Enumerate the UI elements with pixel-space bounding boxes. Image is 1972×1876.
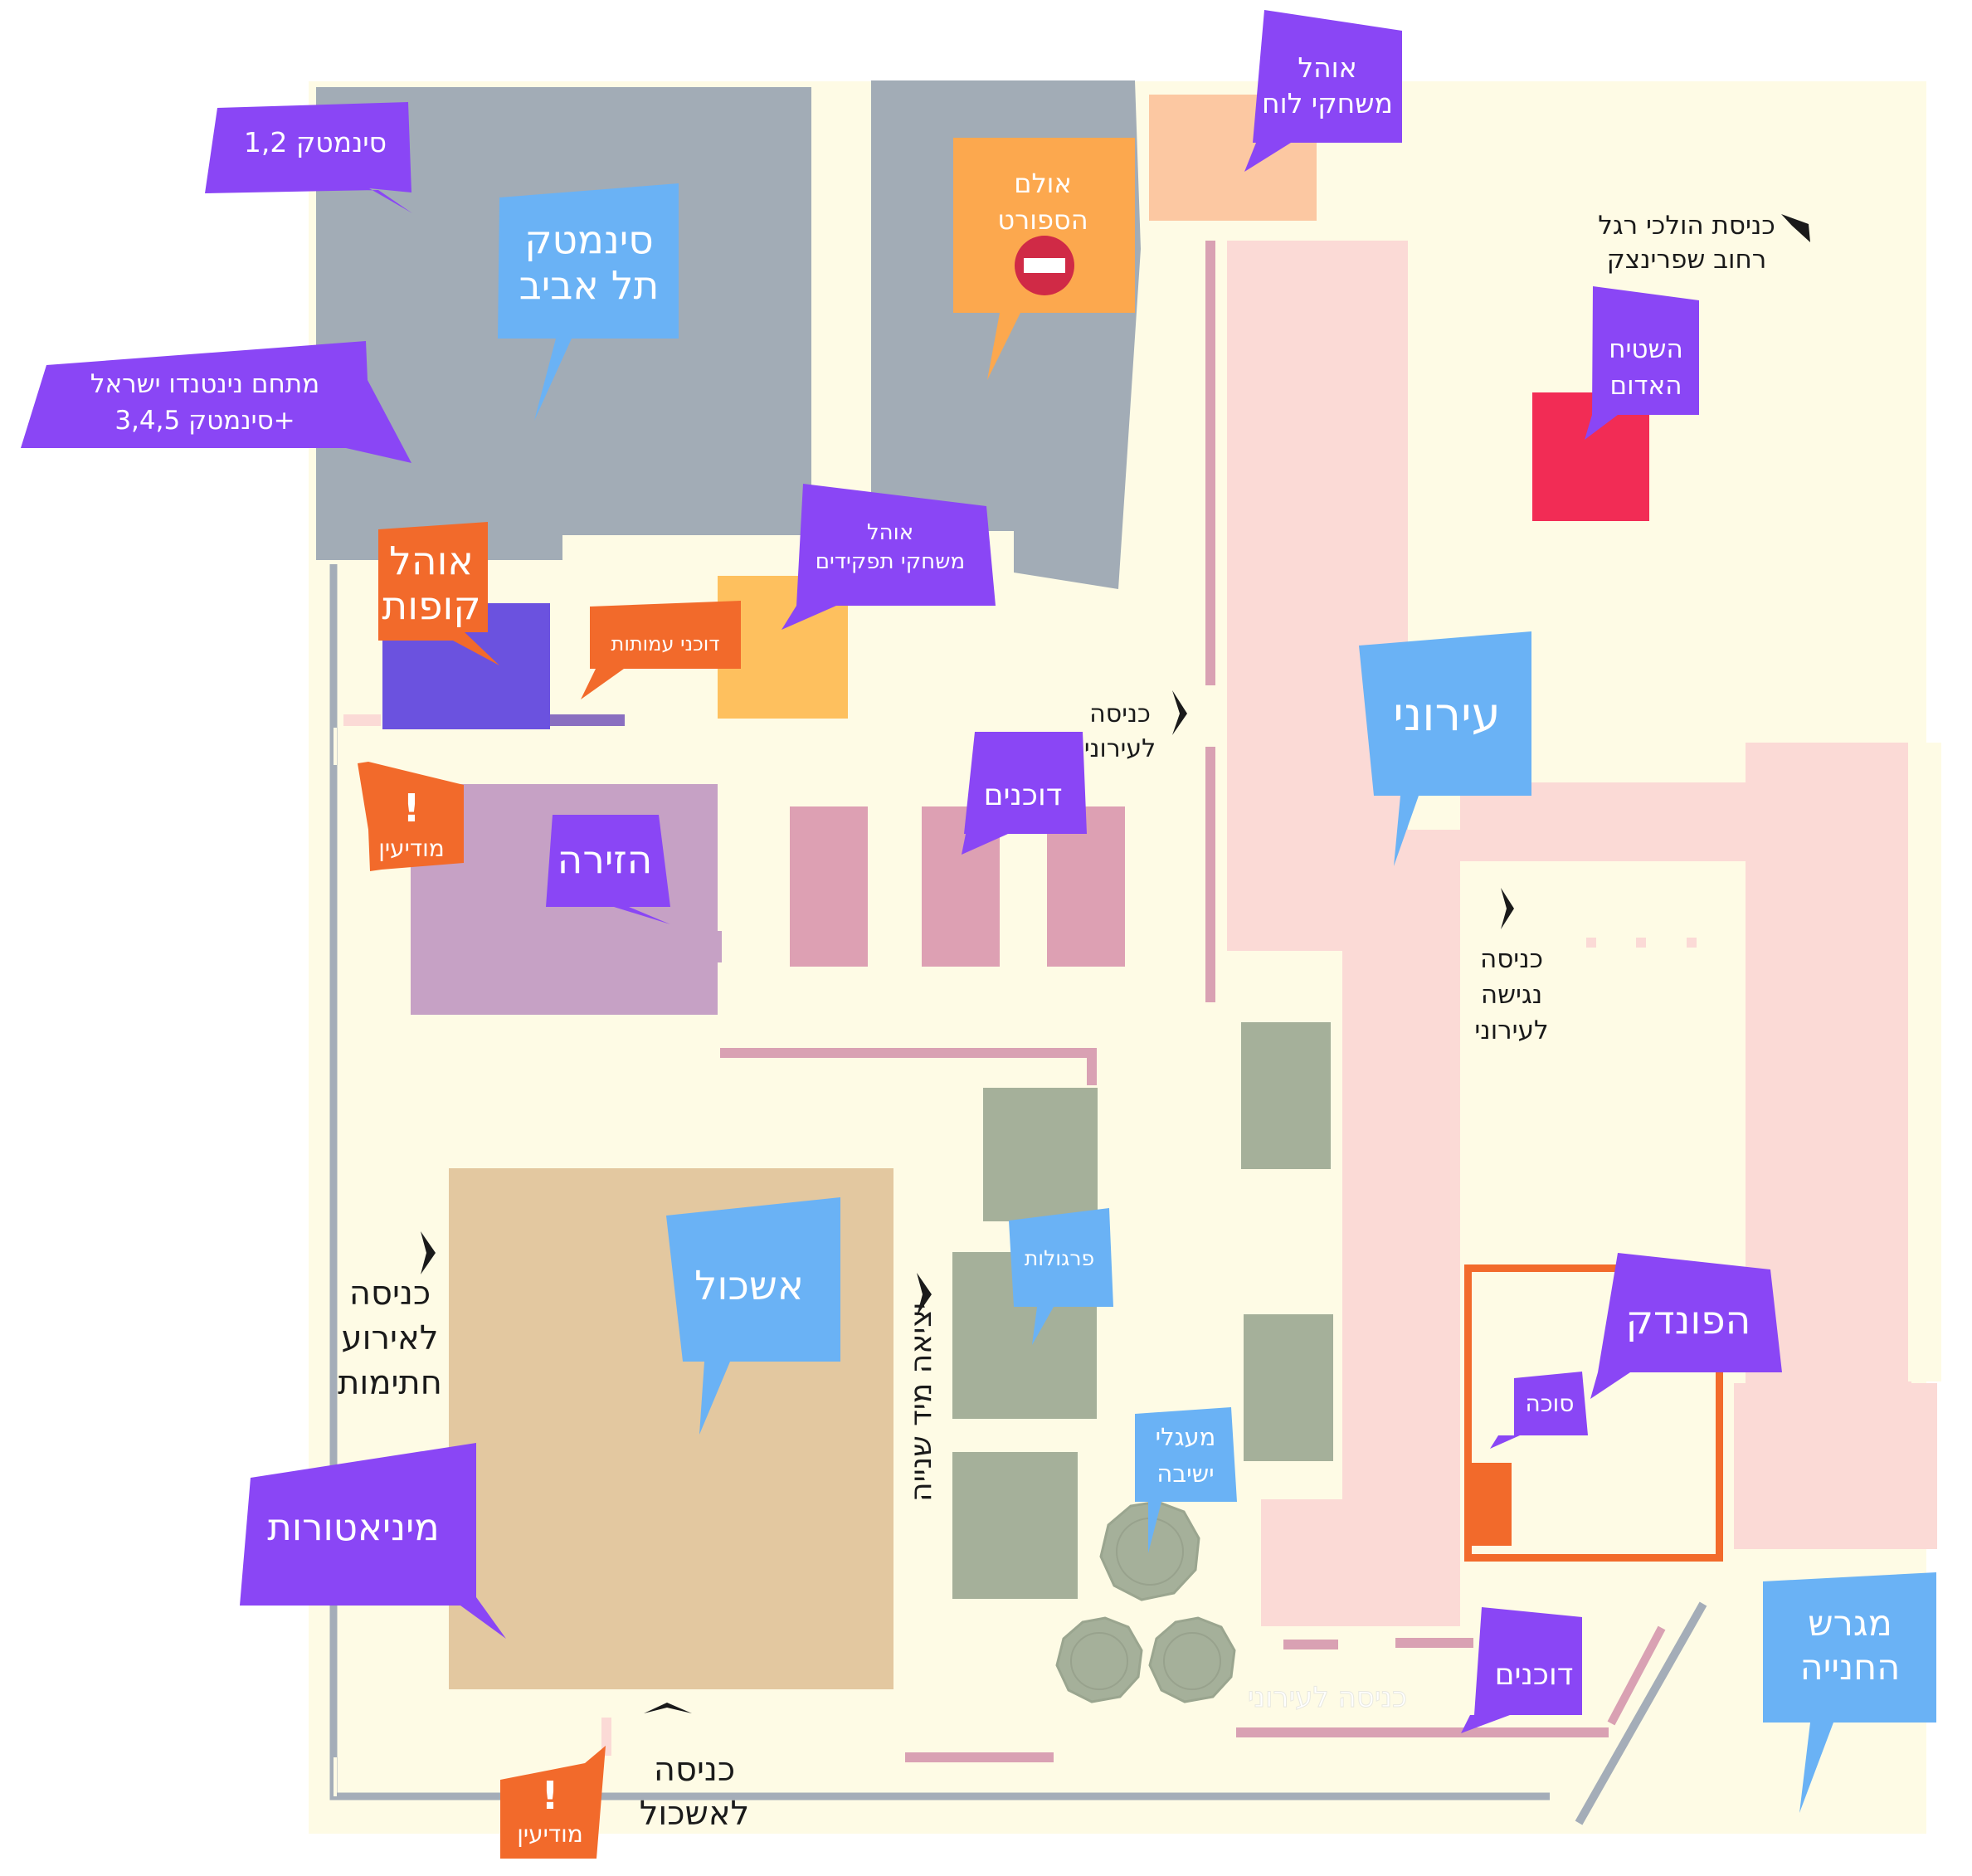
label-stalls-bottom: דוכנים bbox=[1495, 1658, 1574, 1692]
label-cinematheque-tlv-2: תל אביב bbox=[519, 263, 660, 309]
label-tickets-2: קופות bbox=[382, 583, 480, 629]
chevron-icon bbox=[644, 1703, 692, 1713]
entrance-eshkol-2: לאשכול bbox=[640, 1795, 750, 1833]
callout-cinematheque12 bbox=[205, 102, 412, 213]
callout-parking bbox=[1763, 1572, 1936, 1813]
callout-stalls-top bbox=[962, 732, 1087, 855]
label-pergolas: פרגולות bbox=[1025, 1246, 1094, 1270]
callout-seating bbox=[1135, 1407, 1237, 1553]
callout-red-lawn bbox=[1585, 286, 1699, 440]
stall-block-1 bbox=[790, 806, 868, 967]
callout-miniatures bbox=[240, 1443, 506, 1639]
label-eshkol: אשכול bbox=[694, 1263, 804, 1309]
callout-sukkah bbox=[1490, 1372, 1588, 1449]
no-entry-icon bbox=[1015, 236, 1074, 295]
ironi-building-spine bbox=[1342, 830, 1460, 1610]
chevron-icon bbox=[1501, 888, 1514, 929]
entrance-eshkol-1: כניסה bbox=[654, 1751, 735, 1789]
ironi-building-east-cut bbox=[1908, 743, 1941, 1381]
entrance-ironi-bottom: כניסה לעירוני bbox=[1248, 1681, 1407, 1714]
label-arena: הזירה bbox=[558, 837, 653, 883]
callout-info-top bbox=[358, 762, 464, 871]
chevron-icon bbox=[917, 1273, 932, 1316]
label-rpg-tent-1: אוהל bbox=[867, 520, 913, 545]
label-cinematheque-tlv-1: סינמטק bbox=[524, 217, 654, 263]
chevron-icon bbox=[1172, 690, 1187, 735]
callout-inn bbox=[1590, 1253, 1782, 1399]
callout-eshkol bbox=[666, 1197, 840, 1435]
entrance-pedestrian-1: כניסת הולכי רגל bbox=[1598, 211, 1775, 241]
label-booth-stalls: דוכני עמותות bbox=[611, 632, 720, 655]
entrance-ironi-2: לעירוני bbox=[1084, 734, 1156, 763]
entrance-access-2: נגישה bbox=[1481, 980, 1542, 1010]
callout-rpg-tent bbox=[781, 484, 996, 630]
label-ironi: עירוני bbox=[1393, 688, 1500, 742]
arena-area-notch bbox=[715, 931, 722, 962]
callout-tickets bbox=[378, 522, 499, 665]
entrance-access-1: כניסה bbox=[1480, 944, 1543, 974]
entrance-pedestrian-2: רחוב שפרינצק bbox=[1607, 245, 1767, 275]
chevron-icon bbox=[1781, 214, 1810, 242]
label-board-games-1: אוהל bbox=[1298, 51, 1356, 84]
callout-cinematheque-tlv bbox=[498, 183, 679, 421]
label-inn: הפונדק bbox=[1626, 1298, 1751, 1343]
label-sport-hall-1: אולם bbox=[1014, 168, 1072, 199]
tickets-tent-strip bbox=[550, 714, 625, 726]
label-red-lawn-1: השטיח bbox=[1609, 334, 1683, 364]
entrance-signing-2: לאירוע bbox=[342, 1319, 439, 1357]
inn-outline bbox=[1464, 1264, 1723, 1562]
label-rpg-tent-2: משחקי תפקידים bbox=[816, 549, 965, 574]
label-info-bottom: מודיעין bbox=[517, 1820, 583, 1848]
entrance-signing-1: כניסה bbox=[349, 1274, 431, 1313]
label-stalls-top: דוכנים bbox=[984, 778, 1063, 812]
label-sport-hall-2: הספורט bbox=[997, 204, 1088, 236]
pergola-5 bbox=[1244, 1314, 1333, 1461]
ironi-building-south bbox=[1261, 1499, 1460, 1626]
callout-board-games bbox=[1244, 10, 1402, 172]
label-sukkah: סוכה bbox=[1526, 1390, 1575, 1417]
entrance-ironi-1: כניסה bbox=[1089, 699, 1151, 728]
info-top-exclamation-icon: ! bbox=[403, 786, 421, 831]
sukkah-block bbox=[1470, 1463, 1512, 1546]
entrance-access-3: לעירוני bbox=[1474, 1016, 1548, 1045]
callout-stalls-bottom bbox=[1461, 1607, 1582, 1733]
callout-booth-stalls bbox=[581, 601, 741, 699]
callout-nintendo bbox=[21, 341, 411, 463]
label-seating-2: ישיבה bbox=[1156, 1459, 1214, 1488]
label-nintendo-2: +סינמטק 3,4,5 bbox=[114, 406, 295, 436]
label-parking-2: החנייה bbox=[1800, 1647, 1901, 1688]
label-nintendo-1: מתחם נינטנדו ישראל bbox=[90, 369, 319, 399]
chevron-icon bbox=[421, 1231, 436, 1274]
entrance-signing-3: חתימות bbox=[338, 1364, 442, 1402]
cinematheque-cutout bbox=[562, 535, 811, 564]
pergola-4 bbox=[1241, 1022, 1331, 1169]
label-parking-1: מגרש bbox=[1808, 1603, 1892, 1645]
label-tickets-1: אוהל bbox=[389, 538, 474, 584]
pergola-3 bbox=[952, 1452, 1078, 1599]
callout-ironi bbox=[1359, 631, 1531, 866]
label-miniatures: מיניאטורות bbox=[267, 1505, 439, 1549]
callout-info-bottom bbox=[500, 1746, 606, 1859]
label-red-lawn-2: האדום bbox=[1610, 371, 1682, 401]
info-bottom-exclamation-icon: ! bbox=[542, 1773, 559, 1818]
callout-pergolas bbox=[1009, 1208, 1113, 1345]
ironi-building-east-lower bbox=[1734, 1383, 1937, 1549]
label-seating-1: מעגלי bbox=[1156, 1423, 1216, 1451]
entrance-exit: יציאה מיד שנייה bbox=[904, 1303, 938, 1502]
tickets-strip-pink bbox=[343, 714, 381, 726]
label-cinematheque12: סינמטק 1,2 bbox=[244, 126, 387, 158]
label-info-top: מודיעין bbox=[378, 835, 445, 862]
pergola-1 bbox=[983, 1088, 1098, 1221]
callout-arena bbox=[546, 815, 670, 924]
label-board-games-2: משחקי לוח bbox=[1262, 87, 1393, 119]
